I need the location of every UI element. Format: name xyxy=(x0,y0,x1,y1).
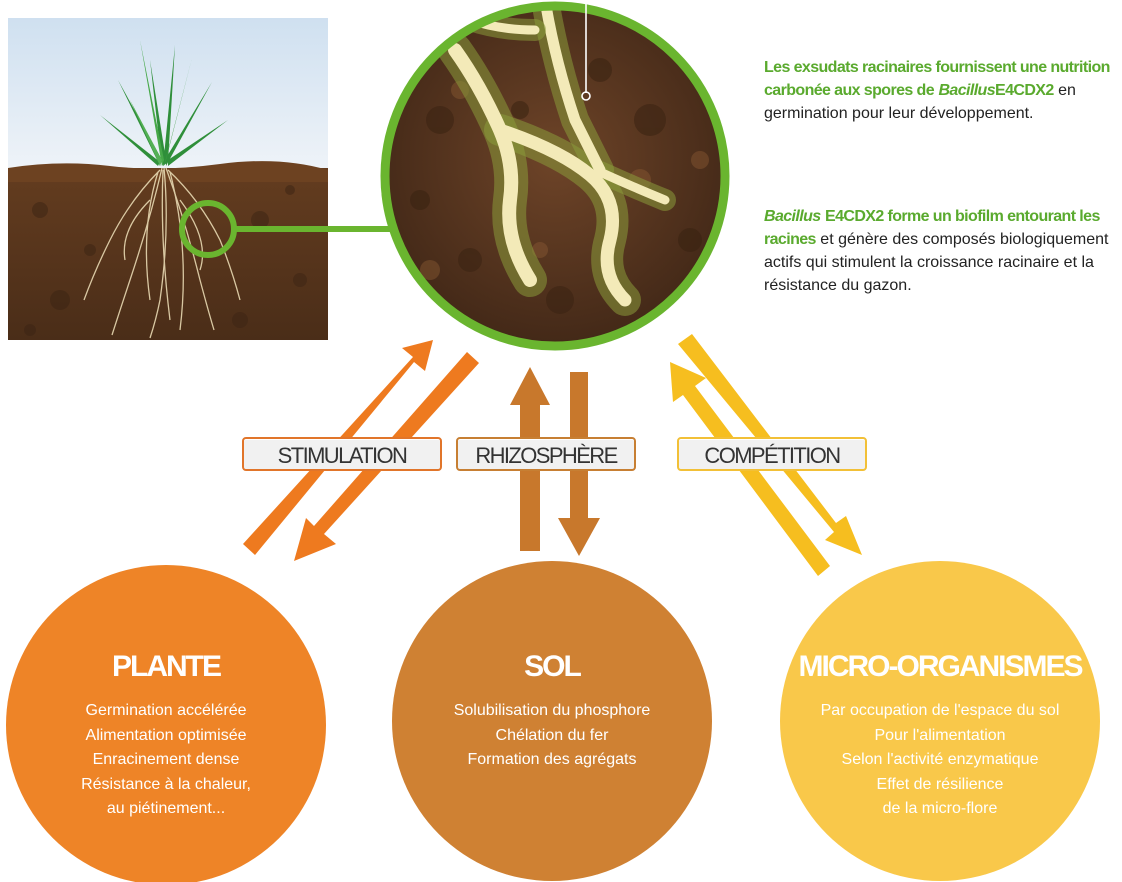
plante-item: Enracinement dense xyxy=(92,751,240,768)
biofilm-description: Bacillus E4CDX2 forme un biofilm entoura… xyxy=(764,205,1114,297)
sol-list: Solubilisation du phosphore Chélation du… xyxy=(412,699,692,773)
sol-item: Chélation du fer xyxy=(495,726,609,744)
sol-item: Formation des agrégats xyxy=(467,751,637,768)
root-zoom-circle xyxy=(380,0,730,351)
micro-item: de la micro-flore xyxy=(882,800,998,817)
zoom-marker-ring xyxy=(179,200,237,258)
bacillus-name-2: Bacillus xyxy=(764,208,821,225)
sol-circle xyxy=(392,561,712,881)
root-exudate-description: Les exsudats racinaires fournissent une … xyxy=(764,56,1114,125)
rhizosphere-label: RHIZOSPHÈRE xyxy=(456,437,636,471)
plante-item: Alimentation optimisée xyxy=(85,726,247,744)
plante-item: Résistance à la chaleur, xyxy=(81,775,251,793)
plante-item: Germination accélérée xyxy=(85,702,247,719)
sol-title: SOL xyxy=(524,650,582,683)
micro-item: Effet de résilience xyxy=(876,775,1004,793)
grass-plant-photo xyxy=(8,18,328,340)
sol-item: Solubilisation du phosphore xyxy=(453,702,651,719)
stimulation-label: STIMULATION xyxy=(242,437,442,471)
micro-title: MICRO-ORGANISMES xyxy=(798,650,1084,683)
micro-item: Par occupation de l'espace du sol xyxy=(820,702,1060,719)
micro-list: Par occupation de l'espace du sol Pour l… xyxy=(790,699,1090,822)
plante-title: PLANTE xyxy=(112,650,222,683)
micro-item: Pour l'alimentation xyxy=(874,726,1006,744)
micro-circle xyxy=(780,561,1100,881)
strain-name: E4CDX2 xyxy=(995,82,1054,99)
biofilm-rest: et génère des composés biologiquement ac… xyxy=(764,231,1109,294)
plante-item: au piétinement... xyxy=(106,800,226,817)
plante-circle xyxy=(6,565,326,882)
bacillus-name: Bacillus xyxy=(938,82,996,99)
micro-item: Selon l'activité enzymatique xyxy=(841,751,1039,768)
plante-list: Germination accélérée Alimentation optim… xyxy=(36,699,296,822)
exudate-rest: en germination pour leur développement. xyxy=(764,82,1076,122)
biofilm-highlight: E4CDX2 forme un biofilm entourant les ra… xyxy=(764,208,1100,248)
competition-label: COMPÉTITION xyxy=(677,437,867,471)
exudate-highlight: Les exsudats racinaires fournissent une … xyxy=(764,59,1110,99)
